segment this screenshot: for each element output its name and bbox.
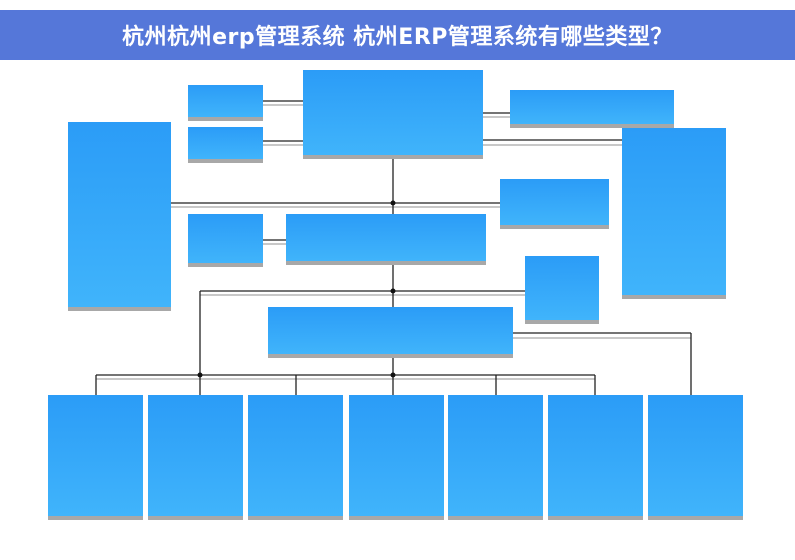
node-mid-center xyxy=(286,214,486,261)
node-bottom-5 xyxy=(448,395,543,516)
title-banner: 杭州杭州erp管理系统 杭州ERP管理系统有哪些类型？ xyxy=(0,10,795,60)
node-bottom-4 xyxy=(349,395,444,516)
node-left-top-1 xyxy=(188,85,263,117)
node-lower-center xyxy=(268,307,513,354)
node-bottom-2 xyxy=(148,395,243,516)
node-right-tall xyxy=(622,128,726,295)
node-bottom-3 xyxy=(248,395,343,516)
node-right-small xyxy=(525,256,599,320)
node-right-mid xyxy=(500,179,609,225)
node-root xyxy=(303,70,483,155)
node-left-top-2 xyxy=(188,127,263,159)
node-bottom-7 xyxy=(648,395,743,516)
page-title: 杭州杭州erp管理系统 杭州ERP管理系统有哪些类型？ xyxy=(122,25,673,50)
node-left-tall xyxy=(68,122,171,307)
node-bottom-6 xyxy=(548,395,643,516)
node-mid-left-small xyxy=(188,214,263,263)
node-right-top xyxy=(510,90,674,124)
node-bottom-1 xyxy=(48,395,143,516)
